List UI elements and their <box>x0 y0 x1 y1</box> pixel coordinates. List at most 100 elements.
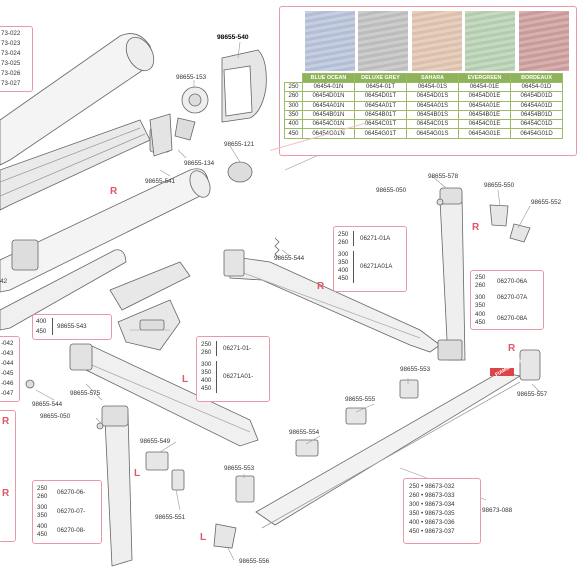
code-label: 06270-07- <box>57 508 86 515</box>
fabric-code: 06454B01N <box>302 109 355 121</box>
size-label: 350 <box>37 512 48 519</box>
left-code: -045 <box>1 370 14 377</box>
fabric-code: 06454A01N <box>302 100 355 111</box>
fabric-color-name: EVERGREEN <box>458 73 511 83</box>
code-label: 260 • 98673-033 <box>409 492 455 499</box>
fabric-swatch <box>358 11 409 71</box>
code-box-06271: 250 260 300 350 400 450 06271-01A 06271A… <box>333 226 407 292</box>
size-label: 400 <box>36 318 47 325</box>
part-label: 98655-550 <box>484 182 515 189</box>
left-code: -046 <box>1 380 14 387</box>
code-label: 06271-01- <box>223 345 252 352</box>
part-label: 98655-554 <box>289 429 320 436</box>
size-label: 400 <box>475 311 486 318</box>
left-code: -042 <box>1 340 14 347</box>
code-label: 06271-01A <box>360 235 391 242</box>
fabric-code: 06454G01S <box>406 128 459 139</box>
left-mark: L <box>134 468 141 479</box>
part-label: 98655-555 <box>345 396 376 403</box>
size-label: 300 <box>475 294 486 301</box>
code-label: 450 • 98673-037 <box>409 528 455 535</box>
fabric-code: 06454A01S <box>406 100 459 111</box>
part-label: 98655-553 <box>224 465 255 472</box>
part-label: 98655-557 <box>517 391 548 398</box>
fabric-code: 06454G01T <box>354 128 407 139</box>
right-mark: R <box>110 186 118 197</box>
fabric-code: 06454D01T <box>354 91 407 102</box>
brace <box>216 341 217 356</box>
fabric-code: 06454B01E <box>458 109 511 121</box>
fabric-size: 400 <box>284 119 303 130</box>
fabric-swatch <box>465 11 516 71</box>
code-label: 06271A01- <box>223 373 254 380</box>
left-code-box-bottom <box>0 410 16 542</box>
fabric-code: 06454B01D <box>510 109 563 121</box>
part-label: 98655-050 <box>40 413 71 420</box>
fabric-code: 06454B01T <box>354 109 407 121</box>
brace <box>52 318 53 335</box>
part-label: 98655-544 <box>274 255 305 262</box>
fabric-code: 06454-01S <box>406 81 459 93</box>
fabric-swatch <box>305 11 355 71</box>
right-mark: R <box>508 343 516 354</box>
left-code: 73-026 <box>1 70 21 77</box>
fabric-code: 06454C01E <box>458 119 511 130</box>
size-label: 450 <box>475 319 486 326</box>
support-arm-upper <box>227 255 441 353</box>
left-code: 73-027 <box>1 80 21 87</box>
size-label: 260 <box>201 349 212 356</box>
fabric-color-name: SAHARA <box>406 73 459 83</box>
code-box-98673: 250 • 98673-032 260 • 98673-033 300 • 98… <box>403 478 481 544</box>
part-label: 98655-540 <box>217 34 249 41</box>
right-mark: R <box>2 488 10 499</box>
size-label: 300 <box>201 361 212 368</box>
left-code: 73-022 <box>1 30 21 37</box>
code-box-543: 400 450 98655-543 <box>32 314 112 340</box>
part-label: 98655-541 <box>145 178 176 185</box>
fabric-size: 450 <box>284 128 303 139</box>
part-label: 98655-544 <box>32 401 63 408</box>
lower-roller <box>0 249 127 331</box>
fabric-code: 06454D01N <box>302 91 355 102</box>
size-label: 350 <box>475 302 486 309</box>
left-code: -044 <box>1 360 14 367</box>
part-label: 98655-553 <box>400 366 431 373</box>
size-label: 400 <box>338 267 349 274</box>
left-code: -043 <box>1 350 14 357</box>
code-label: 06270-08A <box>497 315 528 322</box>
part-label: 98655-549 <box>140 438 171 445</box>
size-label: 400 <box>201 377 212 384</box>
leg-right <box>439 195 466 361</box>
size-label: 260 <box>37 493 48 500</box>
part-label: 98655-050 <box>376 187 407 194</box>
left-code-box-mid: -042 -043 -044 -045 -046 -047 <box>0 336 20 402</box>
code-label: 06270-07A <box>497 294 528 301</box>
roller-tube-end <box>125 36 155 72</box>
fabric-code: 06454D01D <box>510 91 563 102</box>
code-box-06270-right: 250 260 300 350 400 450 06270-06A 06270-… <box>470 270 544 330</box>
code-box-06271-left: 250 260 300 350 400 450 06271-01- 06271A… <box>196 336 270 402</box>
fabric-color-name: DELUXE GREY <box>354 73 407 83</box>
size-label: 260 <box>338 239 349 246</box>
code-label: 06270-06- <box>57 489 86 496</box>
brace <box>216 361 217 393</box>
fabric-code: 06454-01E <box>458 81 511 93</box>
part-label: 98655-578 <box>428 173 459 180</box>
awning-rail <box>0 119 151 211</box>
swatch-row <box>305 11 572 75</box>
code-label: 06270-08- <box>57 527 86 534</box>
left-code: 73-025 <box>1 60 21 67</box>
code-label: 400 • 98673-036 <box>409 519 455 526</box>
leg-left <box>104 413 133 567</box>
code-label: 98655-543 <box>57 323 87 330</box>
code-label: 06270-06A <box>497 278 528 285</box>
left-mark: L <box>182 374 189 385</box>
left-code: 73-023 <box>1 40 21 47</box>
